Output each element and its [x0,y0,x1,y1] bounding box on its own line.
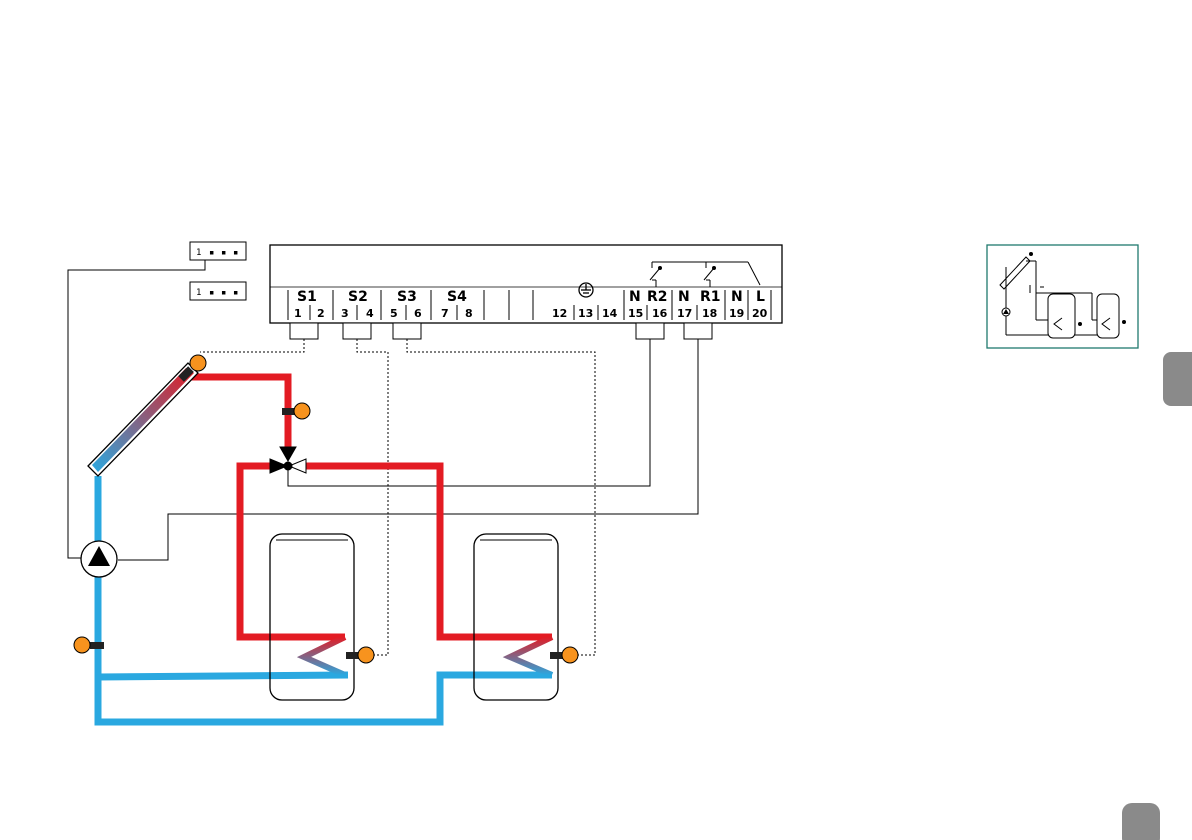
terminal-number: 12 [552,307,567,320]
terminal-group-n-r2: N [629,289,641,305]
terminal-group-n-power: N [731,289,743,305]
terminal-number: 3 [341,307,349,320]
terminal-number: 5 [390,307,398,320]
terminal-group-n-r1: N [678,289,690,305]
hot-pipe-tank1 [240,466,345,637]
hot-pipes [189,377,552,637]
controller-terminal-block: S1 S2 S3 S4 N R2 N R1 N L 1 2 3 4 5 6 7 … [270,245,782,339]
terminal-group-s2: S2 [348,289,368,305]
hot-pipe-tank2 [303,466,552,637]
terminal-group-s1: S1 [297,289,317,305]
tank-1-sensor [346,647,374,663]
connector-pin: 1 [196,248,201,258]
sensor-wires [200,339,595,655]
pump-connector-top: 1 ▪ ▪ ▪ [190,242,246,260]
chapter-tab [1163,352,1192,406]
terminal-number: 4 [366,307,374,320]
terminal-group-r1: R1 [700,289,721,305]
terminal-number: 19 [729,307,744,320]
terminal-number: 20 [752,307,768,320]
terminal-group-s4: S4 [447,289,467,305]
system-schematic-inset [987,245,1138,348]
terminal-plugs [290,323,712,339]
sensor-wire-s1 [200,339,304,352]
terminal-number: 18 [702,307,717,320]
connector-pin: ▪ [209,248,214,258]
relay-switch-icon [650,262,760,287]
connector-pin: ▪ [233,288,238,298]
page-number-badge [1122,803,1160,840]
terminal-number: 14 [602,307,618,320]
sensor-wire-s2 [357,339,388,655]
cold-return-pipe [98,476,552,722]
pump-signal-wire [68,260,205,558]
solar-collector [88,363,198,476]
terminal-number: 16 [652,307,668,320]
circulation-pump-icon [81,541,117,577]
connector-pin: ▪ [221,288,226,298]
three-way-valve [270,447,306,473]
connector-pin: ▪ [209,288,214,298]
terminal-number: 17 [677,307,692,320]
pump-connector-bottom: 1 ▪ ▪ ▪ [190,282,246,300]
connector-pin: 1 [196,288,201,298]
terminal-group-s3: S3 [397,289,417,305]
terminal-number: 13 [578,307,593,320]
terminal-number: 7 [441,307,449,320]
terminal-number: 2 [317,307,325,320]
tank-2-sensor [550,647,578,663]
heat-exchanger-coil-1 [304,637,345,675]
pump-power-wire [118,339,698,560]
terminal-group-l: L [756,289,765,305]
heat-exchanger-coil-2 [510,637,552,675]
terminal-group-r2: R2 [647,289,668,305]
cold-pipes [98,476,552,722]
ground-icon [579,283,593,297]
connector-pin: ▪ [233,248,238,258]
temperature-sensors [74,355,578,663]
cold-branch-pipe [98,675,348,677]
terminal-number: 8 [465,307,473,320]
connector-pin: ▪ [221,248,226,258]
terminal-number: 1 [294,307,302,320]
terminal-number: 15 [628,307,643,320]
terminal-number: 6 [414,307,422,320]
hot-flow-pipe [189,377,288,455]
sensor-wire-s3 [407,339,595,655]
